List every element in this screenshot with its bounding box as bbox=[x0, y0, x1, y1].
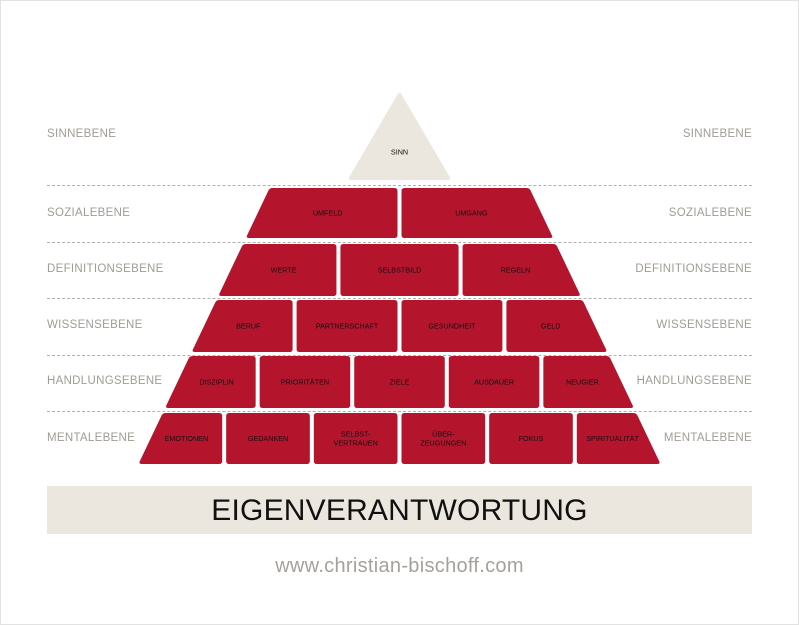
level-label-left-sozialebene: SOZIALEBENE bbox=[47, 207, 131, 219]
level-label-right-wissensebene: WISSENSEBENE bbox=[656, 319, 752, 331]
level-divider bbox=[47, 185, 752, 186]
pyramid-block-selbstbild bbox=[340, 244, 459, 296]
pyramid-block-label-sinn: SINN bbox=[391, 148, 408, 157]
level-label-left-wissensebene: WISSENSEBENE bbox=[47, 319, 143, 331]
level-label-left-mentalebene: MENTALEBENE bbox=[47, 432, 136, 444]
pyramid-block-label-prioritaeten: PRIORITÄTEN bbox=[281, 378, 329, 387]
pyramid-block-label-selbst-vertrauen-line-2: VERTRAUEN bbox=[334, 439, 378, 448]
pyramid-block-beruf bbox=[192, 300, 293, 352]
level-label-right-mentalebene: MENTALEBENE bbox=[663, 432, 752, 444]
pyramid-block-label-ausdauer: AUSDAUER bbox=[474, 378, 514, 387]
level-divider bbox=[47, 242, 752, 243]
pyramid-block-fokus bbox=[489, 413, 573, 464]
pyramid-block-label-beruf: BERUF bbox=[236, 322, 261, 331]
pyramid-block-label-ziele: ZIELE bbox=[390, 378, 410, 387]
website-link[interactable]: www.christian-bischoff.com bbox=[275, 555, 524, 577]
level-divider bbox=[47, 298, 752, 299]
pyramid-block-gesundheit bbox=[401, 300, 503, 352]
level-label-left-sinnebene: SINNEBENE bbox=[47, 128, 117, 140]
pyramid-block-label-selbstbild: SELBSTBILD bbox=[378, 266, 422, 275]
pyramid-block-prioritaeten bbox=[259, 356, 351, 408]
pyramid-block-label-selbst-vertrauen-line-1: SELBST- bbox=[341, 430, 371, 439]
pyramid-block-label-geld: GELD bbox=[541, 322, 561, 331]
pyramid-block-label-emotionen: EMOTIONEN bbox=[165, 434, 209, 443]
pyramid-block-label-spiritualitaet: SPIRITUALITÄT bbox=[586, 434, 639, 443]
pyramid-block-label-ueber-zeugungen-line-1: ÜBER- bbox=[432, 430, 455, 439]
level-label-right-definitionsebene: DEFINITIONSEBENE bbox=[635, 263, 752, 275]
pyramid-block-selbst-vertrauen bbox=[313, 413, 398, 464]
pyramid-block-partnerschaft bbox=[296, 300, 398, 352]
pyramid-block-ueber-zeugungen bbox=[401, 413, 486, 464]
pyramid-block-geld bbox=[506, 300, 607, 352]
pyramid-block-umfeld bbox=[246, 188, 398, 238]
pyramid-block-label-fokus: FOKUS bbox=[519, 434, 544, 443]
pyramid-block-label-umgang: UMGANG bbox=[455, 209, 488, 218]
level-label-right-sozialebene: SOZIALEBENE bbox=[668, 207, 752, 219]
pyramid-block-label-disziplin: DISZIPLIN bbox=[199, 378, 233, 387]
pyramid-block-werte bbox=[219, 244, 337, 296]
pyramid-block-label-regeln: REGELN bbox=[501, 266, 531, 275]
pyramid-block-label-gesundheit: GESUNDHEIT bbox=[428, 322, 476, 331]
pyramid-block-ausdauer bbox=[448, 356, 540, 408]
pyramid-block-label-gedanken: GEDANKEN bbox=[248, 434, 288, 443]
pyramid-block-sinn bbox=[348, 92, 451, 180]
pyramid-block-emotionen bbox=[139, 413, 223, 464]
pyramid-block-spiritualitaet bbox=[576, 413, 660, 464]
pyramid-block-label-umfeld: UMFELD bbox=[313, 209, 343, 218]
level-label-right-handlungsebene: HANDLUNGSEBENE bbox=[636, 375, 752, 387]
level-label-left-handlungsebene: HANDLUNGSEBENE bbox=[47, 375, 163, 387]
pyramid-block-gedanken bbox=[226, 413, 310, 464]
pyramid-block-label-neugier: NEUGIER bbox=[566, 378, 599, 387]
pyramid-block-neugier bbox=[543, 356, 633, 408]
pyramid-block-regeln bbox=[462, 244, 580, 296]
pyramid-block-umgang bbox=[401, 188, 553, 238]
pyramid-block-label-partnerschaft: PARTNERSCHAFT bbox=[316, 322, 379, 331]
pyramid-block-label-werte: WERTE bbox=[271, 266, 297, 275]
level-divider bbox=[47, 411, 752, 412]
level-divider bbox=[47, 355, 752, 356]
level-label-left-definitionsebene: DEFINITIONSEBENE bbox=[47, 263, 164, 275]
pyramid-block-disziplin bbox=[166, 356, 256, 408]
base-title: EIGENVERANTWORTUNG bbox=[211, 494, 588, 527]
base-bar: EIGENVERANTWORTUNG bbox=[47, 486, 752, 534]
level-label-right-sinnebene: SINNEBENE bbox=[682, 128, 752, 140]
pyramid-block-label-ueber-zeugungen-line-2: ZEUGUNGEN bbox=[420, 439, 466, 448]
pyramid-block-ziele bbox=[354, 356, 445, 408]
